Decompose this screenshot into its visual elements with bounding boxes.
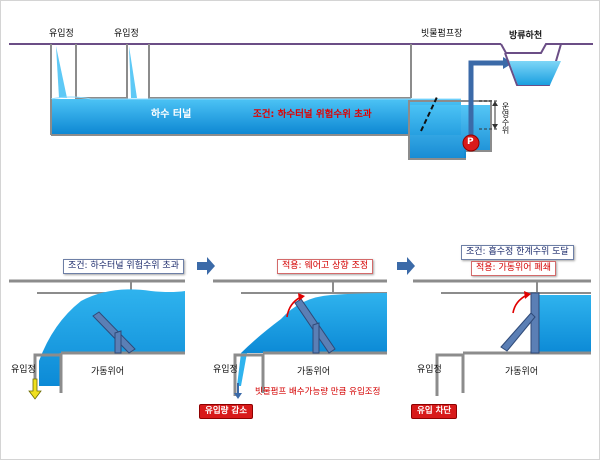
- tunnel-water: [51, 99, 461, 135]
- arrow-head: [492, 101, 498, 106]
- inlet-shaft: [435, 353, 465, 396]
- panel-3-apply: 적용: 가동위어 폐쇄: [471, 261, 556, 276]
- panel-2-note: 빗물펌프 배수가능량 만큼 유입조정: [255, 387, 381, 397]
- pump-icon: [462, 134, 480, 152]
- movable-weir: [530, 292, 540, 354]
- top-cross-section: [9, 43, 593, 160]
- condition-label: 조건: 하수터널 위험수위 초과: [253, 109, 372, 120]
- pump-symbol: P: [467, 137, 474, 147]
- panel-3-badge: 유입 차단: [411, 404, 458, 419]
- panel-3: [413, 279, 591, 396]
- discharge-pipe: [468, 60, 505, 139]
- tunnel-water-surface: [50, 96, 461, 100]
- tunnel-water: [539, 295, 591, 353]
- panel-2: [213, 279, 387, 399]
- panel-2-apply: 적용: 웨어고 상향 조정: [277, 259, 374, 274]
- close-arrow-head: [524, 291, 531, 299]
- weir-support: [312, 322, 320, 354]
- panel-3-inlet-label: 유입정: [417, 365, 442, 375]
- tunnel-water: [39, 289, 185, 386]
- outflow-down-arrow: [234, 383, 242, 399]
- arrow-head: [492, 124, 498, 129]
- inflow-stream: [129, 46, 137, 98]
- pump-station-label: 빗물펌프장: [421, 29, 463, 39]
- step-arrow-2: [397, 257, 415, 275]
- inflow-stream: [56, 46, 67, 98]
- panel-2-weir-label: 가동위어: [297, 367, 331, 377]
- panel-1-condition: 조건: 하수터널 위험수위 초과: [63, 259, 184, 274]
- inlet-label-2: 유입정: [114, 29, 139, 39]
- inlet-label-1: 유입정: [49, 29, 74, 39]
- discharge-river-label: 방류하천: [509, 31, 543, 41]
- overflow-stream: [237, 353, 247, 386]
- panel-2-inlet-label: 유입정: [213, 365, 238, 375]
- panel-1-weir-label: 가동위어: [91, 367, 125, 377]
- step-arrow-1: [197, 257, 215, 275]
- movable-weir-dashed: [420, 96, 438, 132]
- operating-level-label: 운영수위: [501, 102, 510, 134]
- panel-3-condition: 조건: 흡수정 한계수위 도달: [461, 245, 574, 260]
- weir-support: [500, 312, 536, 352]
- outflow-down-arrow: [28, 378, 42, 400]
- panel-1: [9, 279, 185, 400]
- raise-arrow-head: [298, 293, 305, 301]
- tunnel-label: 하수 터널: [151, 109, 192, 120]
- weir-support: [114, 330, 122, 354]
- inlet-shaft: [233, 353, 265, 396]
- panel-2-badge: 유입량 감소: [199, 404, 254, 419]
- panel-1-inlet-label: 유입정: [11, 365, 36, 375]
- river-water: [509, 61, 561, 85]
- panel-3-weir-label: 가동위어: [505, 367, 539, 377]
